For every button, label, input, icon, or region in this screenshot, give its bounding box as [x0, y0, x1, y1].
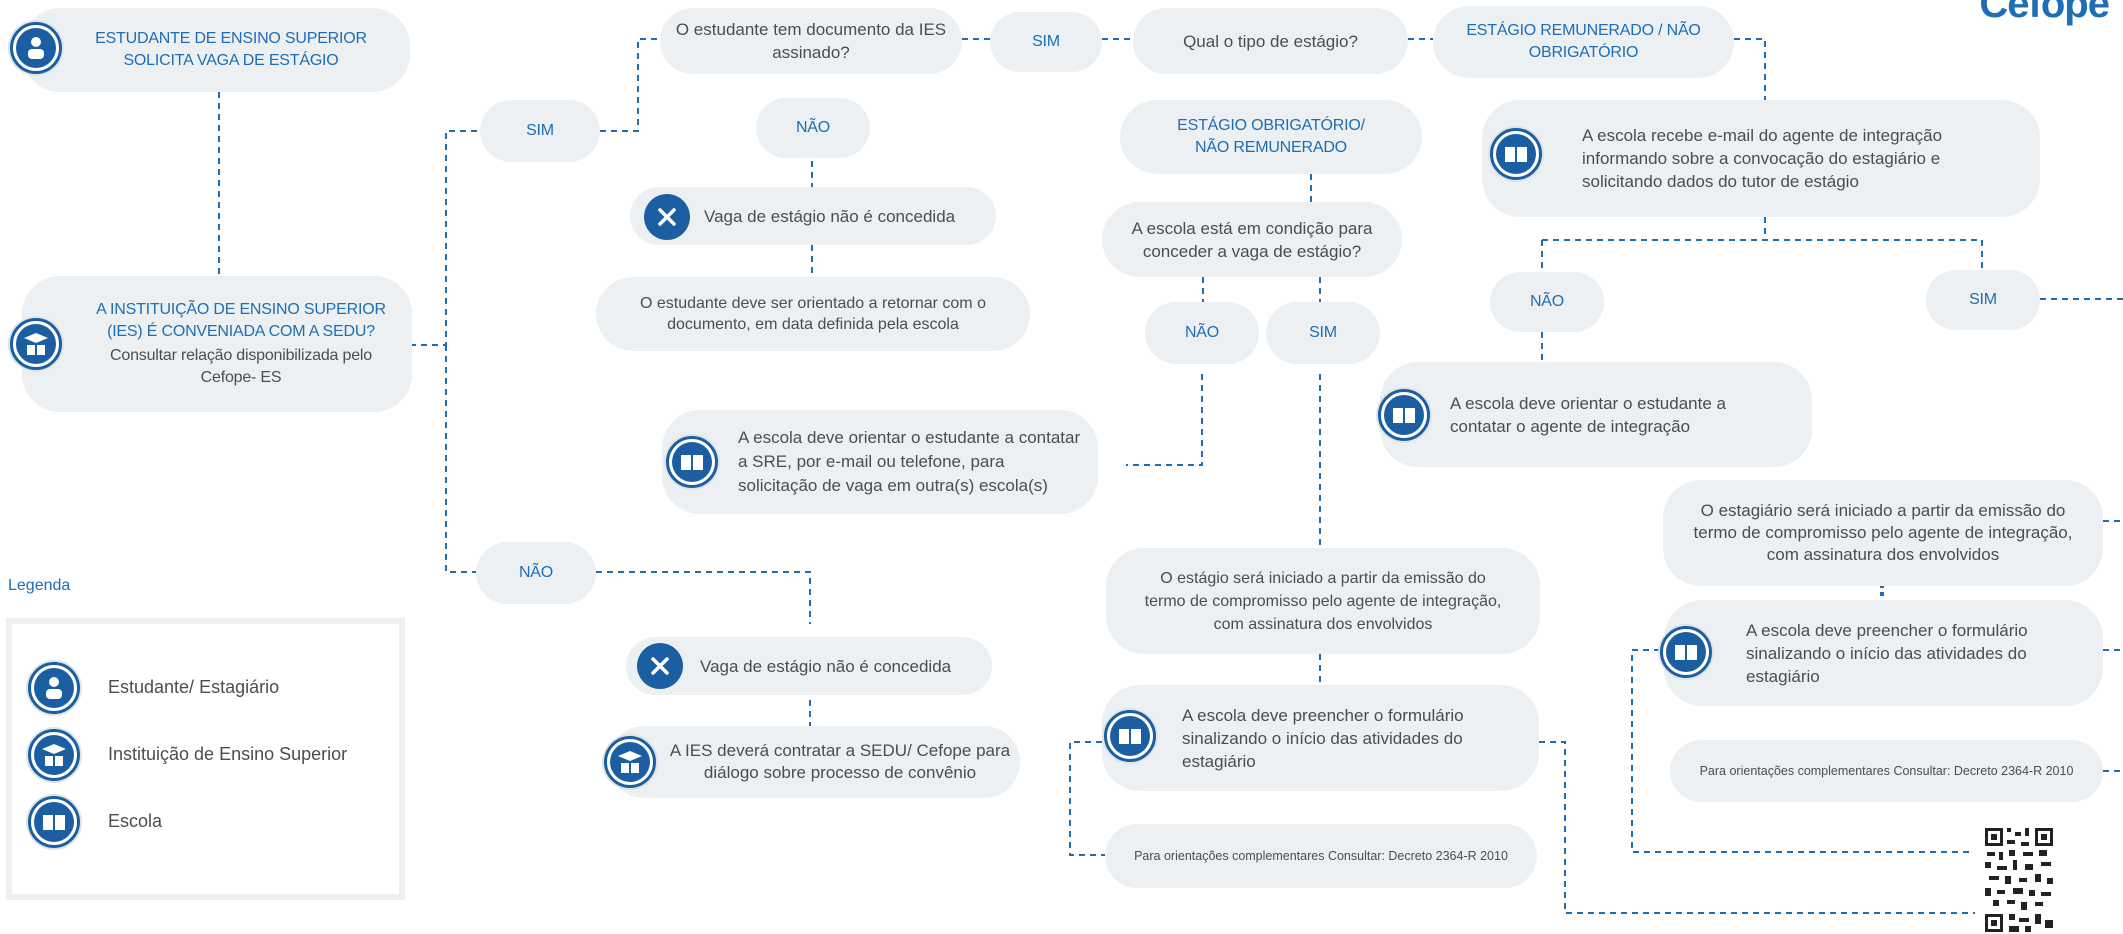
sre-text: A escola deve orientar o estudante a con…	[738, 428, 1081, 495]
email-agent-node: A escola recebe e-mail do agente de inte…	[1482, 100, 2040, 217]
form-mid-text: A escola deve preencher o formulário sin…	[1182, 705, 1464, 771]
start-mid-node: O estágio será iniciado a partir da emis…	[1106, 548, 1540, 654]
cond-sim-node: SIM	[1266, 302, 1380, 364]
school-icon	[1660, 626, 1712, 678]
sim-label-1: SIM	[526, 122, 554, 139]
school-icon	[1378, 389, 1430, 441]
decree-mid-node: Para orientações complementares Consulta…	[1105, 824, 1537, 888]
start-node-text: ESTUDANTE DE ENSINO SUPERIOR SOLICITA VA…	[95, 30, 367, 69]
start-right-node: O estagiário será iniciado a partir da e…	[1663, 480, 2103, 586]
legend-student-label: Estudante/ Estagiário	[108, 677, 280, 697]
remunerado-text: ESTÁGIO REMUNERADO / NÃO OBRIGATÓRIO	[1466, 22, 1701, 61]
doc-question-text: O estudante tem documento da IES assinad…	[675, 20, 947, 62]
rem-nao-node: NÃO	[1490, 272, 1604, 332]
return-doc-node: O estudante deve ser orientado a retorna…	[596, 277, 1030, 351]
contact-agent-node: A escola deve orientar o estudante a con…	[1380, 362, 1812, 467]
obrigatorio-node: ESTÁGIO OBRIGATÓRIO/ NÃO REMUNERADO	[1120, 100, 1422, 174]
form-right-node: A escola deve preencher o formulário sin…	[1664, 600, 2103, 706]
school-icon	[28, 796, 80, 848]
denied-text-2: Vaga de estágio não é concedida	[700, 656, 952, 676]
nao-node-1: NÃO	[476, 542, 596, 604]
form-right-text: A escola deve preencher o formulário sin…	[1746, 620, 2028, 686]
cond-sim-label: SIM	[1309, 324, 1337, 341]
close-icon	[644, 194, 690, 240]
cefope-logo: Cefope	[1979, 0, 2110, 26]
doc-question-node: O estudante tem documento da IES assinad…	[660, 8, 962, 74]
ies-question-node: A INSTITUIÇÃO DE ENSINO SUPERIOR (IES) É…	[22, 276, 412, 412]
ies-contact-text: A IES deverá contratar a SEDU/ Cefope pa…	[669, 741, 1011, 782]
denied-node-1: Vaga de estágio não é concedida	[630, 187, 996, 245]
start-right-text: O estagiário será iniciado a partir da e…	[1693, 501, 2073, 564]
sre-node: A escola deve orientar o estudante a con…	[662, 410, 1098, 514]
return-doc-text: O estudante deve ser orientado a retorna…	[640, 295, 986, 333]
doc-sim-node: SIM	[990, 12, 1102, 72]
start-node: ESTUDANTE DE ENSINO SUPERIOR SOLICITA VA…	[22, 8, 410, 92]
cond-nao-label: NÃO	[1184, 324, 1220, 341]
form-mid-node: A escola deve preencher o formulário sin…	[1102, 685, 1539, 791]
start-mid-text: O estágio será iniciado a partir da emis…	[1144, 569, 1502, 633]
school-icon	[1104, 710, 1156, 762]
type-question-node: Qual o tipo de estágio?	[1133, 8, 1408, 74]
ies-question-sub: Consultar relação disponibilizada pelo C…	[110, 347, 372, 386]
student-icon	[28, 662, 80, 714]
ies-question-text: A INSTITUIÇÃO DE ENSINO SUPERIOR (IES) É…	[96, 301, 386, 340]
cond-nao-node: NÃO	[1145, 302, 1259, 364]
sim-node-1: SIM	[480, 100, 600, 162]
email-agent-text: A escola recebe e-mail do agente de inte…	[1582, 126, 1943, 191]
decree-right-node: Para orientações complementares Consulta…	[1670, 740, 2103, 802]
qr-code	[1983, 826, 2055, 934]
rem-nao-label: NÃO	[1529, 293, 1565, 310]
legend-institution-label: Instituição de Ensino Superior	[108, 744, 348, 764]
institution-icon	[604, 736, 656, 788]
decree-right-text: Para orientações complementares Consulta…	[1699, 763, 2074, 778]
legend-school-label: Escola	[108, 811, 163, 831]
rem-sim-label: SIM	[1969, 291, 1997, 308]
obrigatorio-text: ESTÁGIO OBRIGATÓRIO/ NÃO REMUNERADO	[1177, 117, 1365, 156]
institution-icon	[28, 729, 80, 781]
close-icon	[637, 643, 683, 689]
institution-icon	[10, 318, 62, 370]
condition-question-text: A escola está em condição para conceder …	[1131, 218, 1373, 261]
school-icon	[1490, 128, 1542, 180]
denied-text-1: Vaga de estágio não é concedida	[704, 206, 956, 226]
legend-title: Legenda	[8, 577, 71, 594]
remunerado-node: ESTÁGIO REMUNERADO / NÃO OBRIGATÓRIO	[1433, 6, 1734, 78]
nao-label-1: NÃO	[518, 564, 554, 581]
ies-contact-node: A IES deverá contratar a SEDU/ Cefope pa…	[608, 726, 1020, 798]
school-icon	[666, 436, 718, 488]
denied-node-2: Vaga de estágio não é concedida	[626, 637, 992, 695]
rem-sim-node: SIM	[1926, 270, 2040, 330]
doc-sim-label: SIM	[1032, 33, 1060, 50]
type-question-text: Qual o tipo de estágio?	[1183, 31, 1358, 51]
doc-nao-node: NÃO	[756, 98, 870, 158]
doc-nao-label: NÃO	[795, 119, 831, 136]
student-icon	[10, 22, 62, 74]
condition-question-node: A escola está em condição para conceder …	[1102, 202, 1402, 277]
decree-mid-text: Para orientações complementares Consulta…	[1134, 848, 1508, 863]
contact-agent-text: A escola deve orientar o estudante a con…	[1450, 393, 1726, 436]
